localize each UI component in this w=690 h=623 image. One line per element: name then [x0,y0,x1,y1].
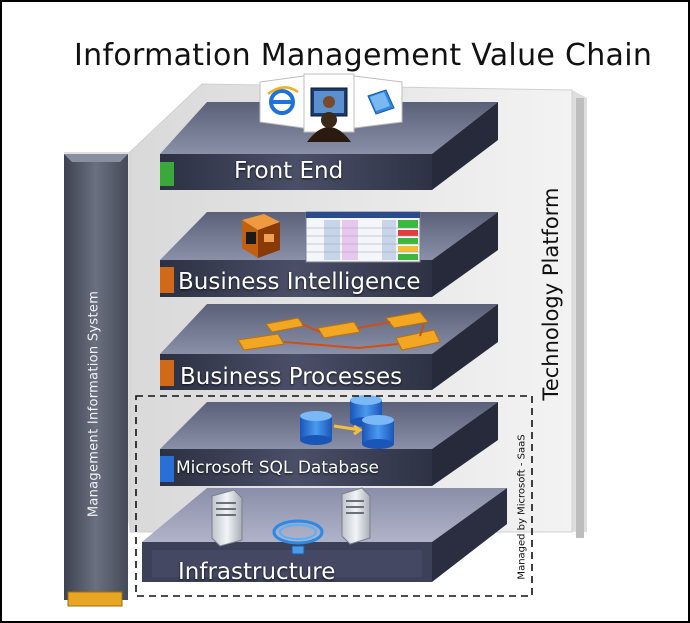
diagram-title: Information Management Value Chain [74,38,653,73]
mis-column [64,154,128,607]
document-icon [367,89,395,115]
business-intelligence-label: Business Intelligence [178,269,421,295]
saas-boundary [135,395,533,597]
business-processes-label: Business Processes [180,364,403,390]
management-information-system-label: Management Information System [86,290,102,518]
server-icon-2 [341,487,371,545]
cube-icon [242,214,280,258]
server-icon [211,489,243,547]
spreadsheet-icon [305,211,421,263]
internet-explorer-icon [267,86,299,115]
network-cable-icon [272,519,324,555]
infrastructure-label: Infrastructure [178,559,336,585]
monitor-user-icon [307,87,351,142]
front-end-icons [259,73,403,142]
business-intelligence-icons [242,211,421,263]
sql-database-label: Microsoft SQL Database [176,458,379,478]
database-icon [300,395,394,449]
managed-by-microsoft-label: Managed by Microsoft - SaaS [516,434,528,580]
front-end-label: Front End [234,158,344,184]
technology-platform-label: Technology Platform [539,187,563,401]
process-flow-icon [237,311,441,351]
